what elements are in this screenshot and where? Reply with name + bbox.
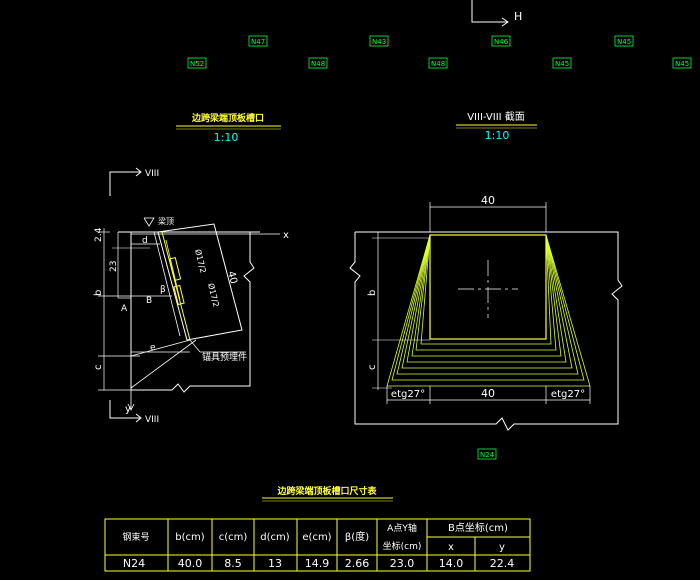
anchor-label: 锚具预埋件 — [202, 351, 247, 363]
tag-box — [187, 57, 207, 69]
dim-c-label: c — [93, 365, 104, 371]
dim-b-label: b — [93, 290, 104, 296]
inner-box — [429, 234, 547, 340]
tag-box — [428, 57, 448, 69]
left-view: VIII VIII x y 梁顶 Ø17/2 Ø17/2 40 — [93, 167, 289, 425]
table-title: 边跨梁端顶板槽口尺寸表 — [276, 485, 377, 497]
direction-label-h: H — [514, 10, 522, 23]
section-dim-bottom: 40 — [481, 387, 495, 400]
left-view-title: 边跨梁端顶板槽口 — [191, 112, 264, 124]
table-header: c(cm) — [219, 532, 248, 543]
section-dim-b: b — [367, 290, 378, 296]
right-view: 40 b c etg27° 40 etg27° N24 — [349, 194, 623, 460]
table-cell: 40.0 — [178, 557, 203, 570]
left-view-scale: 1:10 — [214, 131, 239, 144]
beam-top-marker — [143, 217, 155, 227]
dim-d-label: d — [142, 236, 148, 246]
slot-width-label: 40 — [225, 270, 239, 285]
section-dim-right: etg27° — [551, 389, 585, 400]
tag-label: N47 — [251, 38, 265, 46]
table-cell: 14.0 — [439, 557, 464, 570]
tag-box — [308, 57, 328, 69]
dim-e-label: e — [150, 343, 156, 353]
section-label-bottom: VIII — [145, 415, 159, 425]
x-axis-label: x — [283, 230, 289, 241]
y-axis-label: y — [125, 404, 131, 415]
slope-label-1: Ø17/2 — [193, 248, 209, 274]
tag-box — [672, 57, 692, 69]
section-mark-top — [109, 171, 140, 196]
beta-label: β — [160, 285, 166, 295]
table-cell: N24 — [123, 557, 145, 570]
tag-box — [491, 35, 511, 47]
point-b-label: B — [146, 296, 152, 306]
tag-label: N48 — [311, 60, 325, 68]
table-cell: 22.4 — [490, 557, 515, 570]
table-cell: 8.5 — [224, 557, 242, 570]
right-view-title: VIII-VIII 截面 — [467, 110, 525, 123]
tag-label: N43 — [372, 38, 386, 46]
table-header: 钢束号 — [122, 531, 149, 543]
tag-label: N52 — [190, 60, 204, 68]
table-header: b(cm) — [175, 532, 204, 543]
section-outline — [349, 231, 623, 431]
table-header: β(度) — [345, 530, 369, 543]
table-cell: 13 — [268, 557, 282, 570]
section-dim-left: etg27° — [391, 389, 425, 400]
table-header: e(cm) — [302, 532, 331, 543]
table-header-bx: x — [448, 542, 454, 553]
tag-box — [248, 35, 268, 47]
tag-label: N45 — [555, 60, 569, 68]
slot-outline — [157, 223, 243, 341]
section-mark-bottom — [109, 400, 140, 419]
table-cell: 2.66 — [345, 557, 370, 570]
dimension-table: 边跨梁端顶板槽口尺寸表 钢束号 b(cm) c(cm) d(cm) e(cm) … — [104, 485, 531, 572]
beam-outline — [130, 232, 255, 393]
table-header-by: y — [499, 542, 505, 553]
table-header: d(cm) — [260, 532, 289, 543]
tag-box — [477, 448, 497, 460]
tag-box — [552, 57, 572, 69]
table-header-a2: 坐标(cm) — [383, 540, 422, 552]
tag-box — [614, 35, 634, 47]
point-a-label: A — [121, 304, 128, 314]
section-tag-n24: N24 — [480, 451, 495, 459]
tag-row-1: N47 N43 N46 N45 — [248, 35, 634, 47]
slope-label-2: Ø17/2 — [206, 282, 222, 308]
anchor-plate — [168, 256, 182, 282]
tag-label: N45 — [617, 38, 631, 46]
table-cell: 14.9 — [305, 557, 330, 570]
top-direction-mark — [471, 0, 509, 27]
tag-box — [369, 35, 389, 47]
section-dim-c: c — [367, 365, 378, 371]
tag-label: N45 — [675, 60, 689, 68]
table-header-a: A点Y轴 — [387, 522, 417, 534]
right-view-scale: 1:10 — [485, 129, 510, 142]
section-label-top: VIII — [145, 169, 159, 179]
tag-label: N48 — [431, 60, 445, 68]
beam-top-label: 梁顶 — [158, 217, 174, 226]
section-dim-top: 40 — [481, 194, 495, 207]
table-cell: 23.0 — [390, 557, 415, 570]
dim-top-label: 2.4 — [94, 227, 104, 242]
tag-label: N46 — [494, 38, 509, 46]
tag-row-2: N52 N48 N48 N45 N45 — [187, 57, 692, 69]
table-header-b: B点坐标(cm) — [448, 522, 508, 534]
dim-23-label: 23 — [109, 261, 119, 272]
